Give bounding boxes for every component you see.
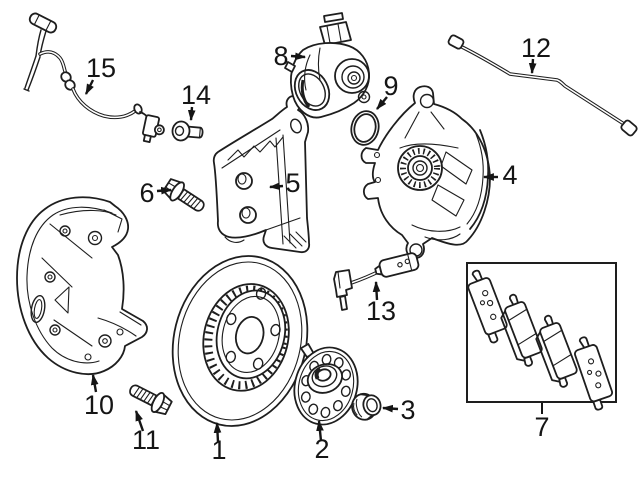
hub-cap-drawing	[351, 392, 382, 421]
shield-bolt-drawing	[125, 378, 175, 419]
brake-rotor-drawing	[171, 255, 309, 427]
splash-shield-drawing	[16, 196, 148, 375]
callout-2-arrow	[316, 419, 324, 442]
brake-hose-drawing	[447, 34, 638, 137]
callout-11-number: 11	[132, 425, 160, 455]
callout-14-arrow	[187, 106, 196, 122]
callout-13: 13	[366, 280, 396, 326]
callout-2: 2	[314, 419, 330, 464]
o-ring-drawing	[350, 110, 380, 146]
caliper-bracket-drawing	[212, 95, 311, 254]
caliper-bolt-drawing	[160, 175, 210, 218]
callout-8: 8	[273, 41, 307, 71]
callout-15-arrow	[84, 79, 95, 95]
callout-13-arrow	[372, 280, 381, 301]
callout-5-number: 5	[285, 168, 300, 198]
brake-pad	[535, 314, 578, 388]
pad-wear-sensor-drawing	[333, 252, 420, 311]
callout-15: 15	[84, 53, 116, 95]
retaining-pin-drawing	[171, 120, 204, 142]
callout-14-number: 14	[181, 80, 211, 110]
callout-4: 4	[482, 160, 518, 190]
callout-11-arrow	[134, 409, 145, 432]
abs-speed-sensor-drawing	[23, 12, 165, 143]
rotor-center-bore	[234, 316, 265, 355]
brake-pad	[574, 336, 614, 411]
callout-9: 9	[376, 71, 399, 110]
caliper-upper-ear-hole	[419, 93, 435, 109]
callout-7-number: 7	[534, 412, 549, 442]
callout-6-arrow	[156, 186, 173, 195]
callout-12-arrow	[528, 58, 537, 75]
callout-3-number: 3	[400, 395, 415, 425]
callout-15-number: 15	[86, 53, 116, 83]
callout-1-arrow	[213, 421, 222, 443]
callout-14: 14	[181, 80, 211, 122]
hose-fitting-lower	[620, 119, 638, 137]
callout-4-number: 4	[502, 160, 517, 190]
callout-8-arrow	[290, 52, 307, 61]
callout-6: 6	[139, 178, 173, 208]
brake-pad-set-drawing	[466, 262, 617, 411]
caliper-piston-boss	[397, 145, 443, 191]
actuator-motor-boss	[334, 58, 370, 94]
abs-sensor-head	[142, 114, 165, 143]
callout-10: 10	[84, 373, 114, 420]
callout-3-arrow	[381, 404, 399, 413]
callout-1: 1	[211, 421, 227, 465]
callout-5: 5	[268, 168, 301, 198]
callout-9-number: 9	[383, 71, 398, 101]
callout-10-number: 10	[84, 390, 114, 420]
callout-13-number: 13	[366, 296, 396, 326]
callout-7: 7	[534, 403, 550, 442]
callout-10-arrow	[90, 373, 99, 393]
callout-9-arrow	[376, 96, 388, 110]
parking-brake-actuator-drawing	[284, 12, 371, 119]
callout-5-arrow	[268, 182, 284, 191]
callout-2-number: 2	[314, 434, 329, 464]
brake-caliper-drawing	[360, 85, 491, 259]
brake-pad	[500, 293, 543, 367]
callout-1-number: 1	[211, 435, 226, 465]
callout-12: 12	[521, 33, 551, 75]
wear-sensor-body	[374, 252, 420, 278]
callout-3: 3	[381, 395, 416, 425]
brake-pad	[467, 269, 508, 344]
abs-sensor-connector	[28, 12, 58, 34]
hose-fitting-upper	[447, 34, 465, 50]
callout-8-number: 8	[273, 41, 288, 71]
callout-12-number: 12	[521, 33, 551, 63]
rotor-hat-ring	[202, 283, 290, 392]
callout-11: 11	[132, 409, 160, 455]
wheel-hub-drawing	[293, 343, 359, 426]
callout-6-number: 6	[139, 178, 154, 208]
